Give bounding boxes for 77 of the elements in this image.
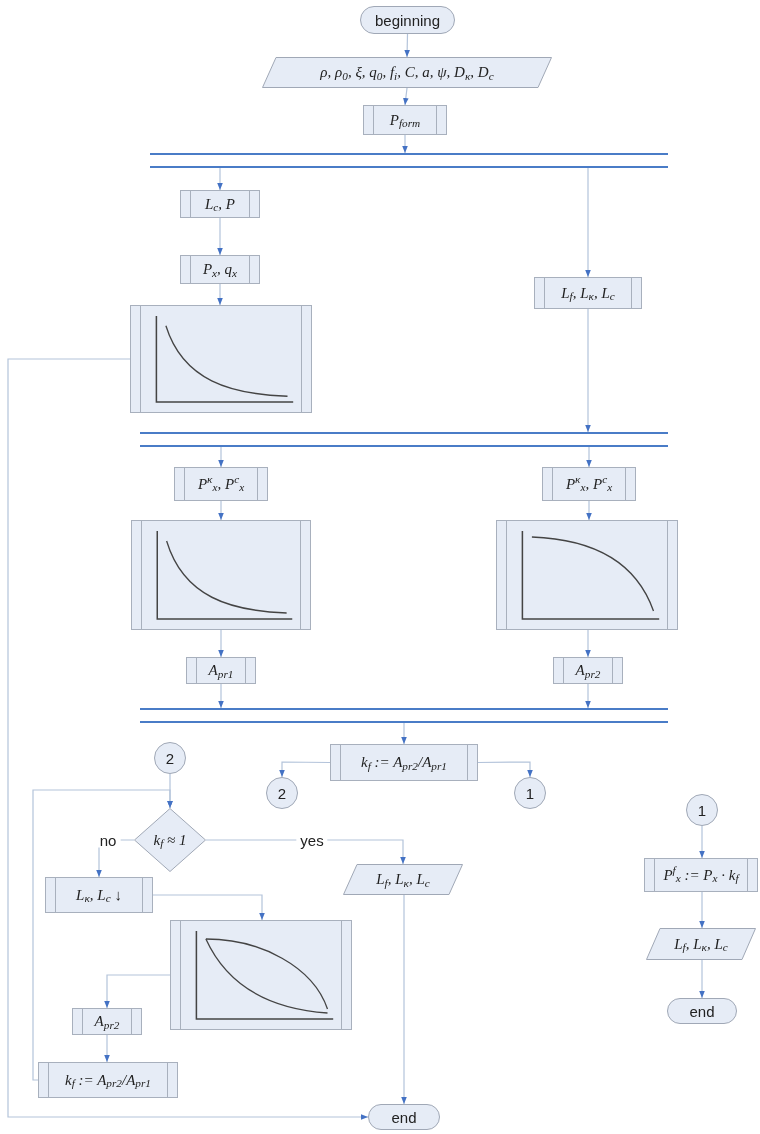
flow-arrow: [585, 629, 591, 658]
terminator-box: [667, 998, 737, 1024]
flow-arrow: [401, 722, 407, 745]
formula-text: P$_{x}$, q$_{x}$: [202, 262, 238, 277]
flow-arrow: [32, 789, 173, 1081]
flow-arrow: [279, 761, 331, 778]
process-box: [542, 467, 636, 501]
decision-diamond: [134, 808, 206, 872]
flow-arrow: [7, 358, 369, 1120]
flow-arrow: [217, 167, 223, 191]
flow-arrow: [699, 825, 705, 859]
flow-arrow: [586, 500, 592, 521]
data-parallelogram: [343, 864, 463, 895]
process-box: [180, 190, 260, 218]
formula-text: L$_{f}$, L$_{κ}$, L$_{c}$: [561, 285, 615, 301]
process-box: [174, 467, 268, 501]
graph-process-box: [170, 920, 352, 1030]
graph-process-box: [496, 520, 678, 630]
process-box: [534, 277, 642, 309]
formula-text: L$_{κ}$, L$_{c}$ ↓: [76, 887, 122, 903]
node-text: end: [391, 1109, 417, 1125]
formula-text: k$_{f}$ := A$_{pr2}$/A$_{pr1}$: [361, 755, 447, 770]
flow-arrow: [585, 683, 591, 709]
process-box: [38, 1062, 178, 1098]
process-box: [330, 744, 478, 781]
flow-arrow: [586, 446, 592, 468]
formula-text: P$^{f}$$_{x}$ := P$_{x}$ · k$_{f}$: [663, 867, 739, 883]
flow-arrow: [477, 761, 533, 778]
flow-arrow: [401, 894, 407, 1105]
terminator-box: [360, 6, 455, 34]
formula-text: L$_{f}$, L$_{κ}$, L$_{c}$: [376, 872, 430, 887]
formula-text: A$_{pr1}$: [208, 663, 234, 678]
process-box: [180, 255, 260, 284]
process-box: [644, 858, 758, 892]
formula-text: k$_{f}$ ≈ 1: [153, 832, 187, 848]
process-box: [72, 1008, 142, 1035]
process-box: [186, 657, 256, 684]
node-text: 1: [525, 785, 535, 801]
flow-arrow: [699, 959, 705, 999]
node-text: 2: [277, 785, 287, 801]
flow-arrow: [217, 283, 223, 306]
flow-arrow: [585, 167, 591, 278]
formula-text: ρ, ρ$_{0}$, ξ, q$_{0}$, f$_{i}$, C, a, ψ, D$_{κ}$, D$_{c}$: [320, 65, 494, 80]
formula-text: k$_{f}$ := A$_{pr2}$/A$_{pr1}$: [65, 1072, 151, 1088]
formula-text: P$_{form}$: [389, 112, 421, 128]
process-box: [553, 657, 623, 684]
process-box: [363, 105, 447, 135]
flow-arrow: [217, 217, 223, 256]
formula-text: A$_{pr2}$: [94, 1014, 120, 1029]
sync-bar: [140, 432, 668, 447]
formula-text: L$_{c}$, P: [205, 196, 235, 212]
sync-bar: [150, 153, 668, 168]
formula-text: A$_{pr2}$: [575, 663, 601, 678]
node-text: 2: [165, 750, 175, 766]
graph-process-box: [130, 305, 312, 413]
process-box: [45, 877, 153, 913]
flow-arrow: [218, 683, 224, 709]
flow-arrow: [218, 629, 224, 658]
sync-bar: [140, 708, 668, 723]
flow-arrow: [104, 974, 171, 1009]
flow-arrow: [585, 308, 591, 433]
data-parallelogram: [262, 57, 552, 88]
flow-arrow: [104, 1034, 110, 1063]
flow-arrow: [699, 891, 705, 929]
data-parallelogram: [646, 928, 756, 960]
flow-arrow: [152, 894, 265, 921]
node-text: beginning: [374, 12, 441, 28]
flow-arrow: [404, 33, 410, 58]
node-text: 1: [697, 802, 707, 818]
terminator-box: [368, 1104, 440, 1130]
formula-text: L$_{f}$, L$_{κ}$, L$_{c}$: [674, 936, 728, 952]
flow-arrow: [402, 134, 408, 154]
flow-arrow: [218, 446, 224, 468]
flow-arrow: [218, 500, 224, 521]
node-text: end: [689, 1003, 715, 1019]
flow-arrow: [403, 87, 409, 106]
graph-process-box: [131, 520, 311, 630]
